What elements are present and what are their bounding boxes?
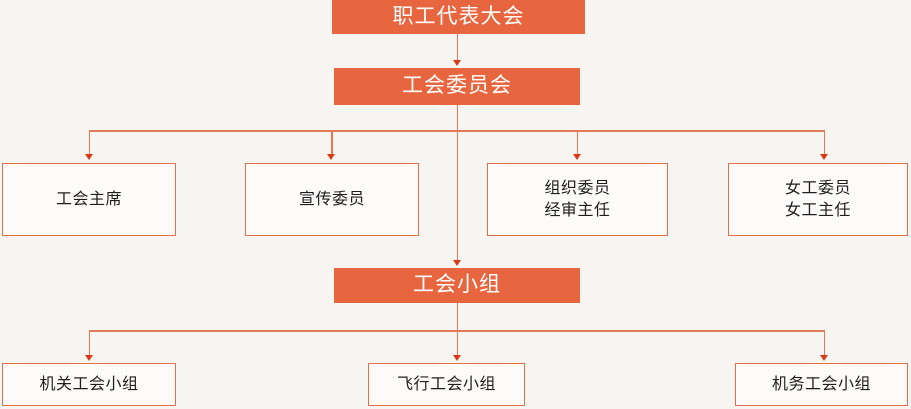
node-group[interactable]: 工会小组 [334,268,580,303]
arrowhead-group-admin [84,355,93,361]
connector-drop-group-maintenance [823,330,826,357]
node-congress[interactable]: 职工代表大会 [332,0,585,34]
node-women[interactable]: 女工委员 女工主任 [728,163,908,236]
arrowhead-group [452,260,461,266]
arrowhead-organization [572,154,581,160]
node-group-label: 工会小组 [413,273,501,297]
arrowhead-group-maintenance [819,355,828,361]
connector-drop-publicity [331,130,333,156]
node-committee-label: 工会委员会 [402,74,512,98]
arrowhead-publicity [327,154,335,160]
node-congress-label: 职工代表大会 [392,4,525,28]
connector-drop-chairman [88,130,91,156]
node-group-maintenance-label: 机务工会小组 [771,375,871,393]
connector-bus-level3 [89,130,825,132]
node-group-maintenance[interactable]: 机务工会小组 [735,363,908,406]
node-group-admin[interactable]: 机关工会小组 [2,363,176,406]
node-organization[interactable]: 组织委员 经审主任 [487,163,668,236]
node-women-label-line1: 女工委员 [784,179,851,197]
arrowhead-chairman [84,154,93,160]
node-group-flight-label: 飞行工会小组 [396,375,496,393]
node-organization-label-line2: 经审主任 [544,201,611,219]
node-group-flight[interactable]: 飞行工会小组 [368,363,525,406]
node-chairman[interactable]: 工会主席 [2,163,176,236]
arrowhead-women [819,154,828,160]
node-women-label-line2: 女工主任 [784,201,851,219]
arrowhead-group-flight [452,355,461,361]
connector-drop-women [823,130,826,156]
node-chairman-label: 工会主席 [55,190,122,208]
node-publicity[interactable]: 宣传委员 [245,163,419,236]
connector-drop-group-admin [88,330,91,357]
connector-bus-level5 [89,330,825,332]
node-organization-label-line1: 组织委员 [544,179,611,197]
connector-drop-organization [576,130,579,156]
connector-congress-to-committee [456,34,459,62]
node-committee[interactable]: 工会委员会 [334,68,580,105]
arrowhead-committee [452,60,461,66]
node-publicity-label: 宣传委员 [298,190,365,208]
node-group-admin-label: 机关工会小组 [39,375,139,393]
connector-committee-trunk [456,105,459,262]
